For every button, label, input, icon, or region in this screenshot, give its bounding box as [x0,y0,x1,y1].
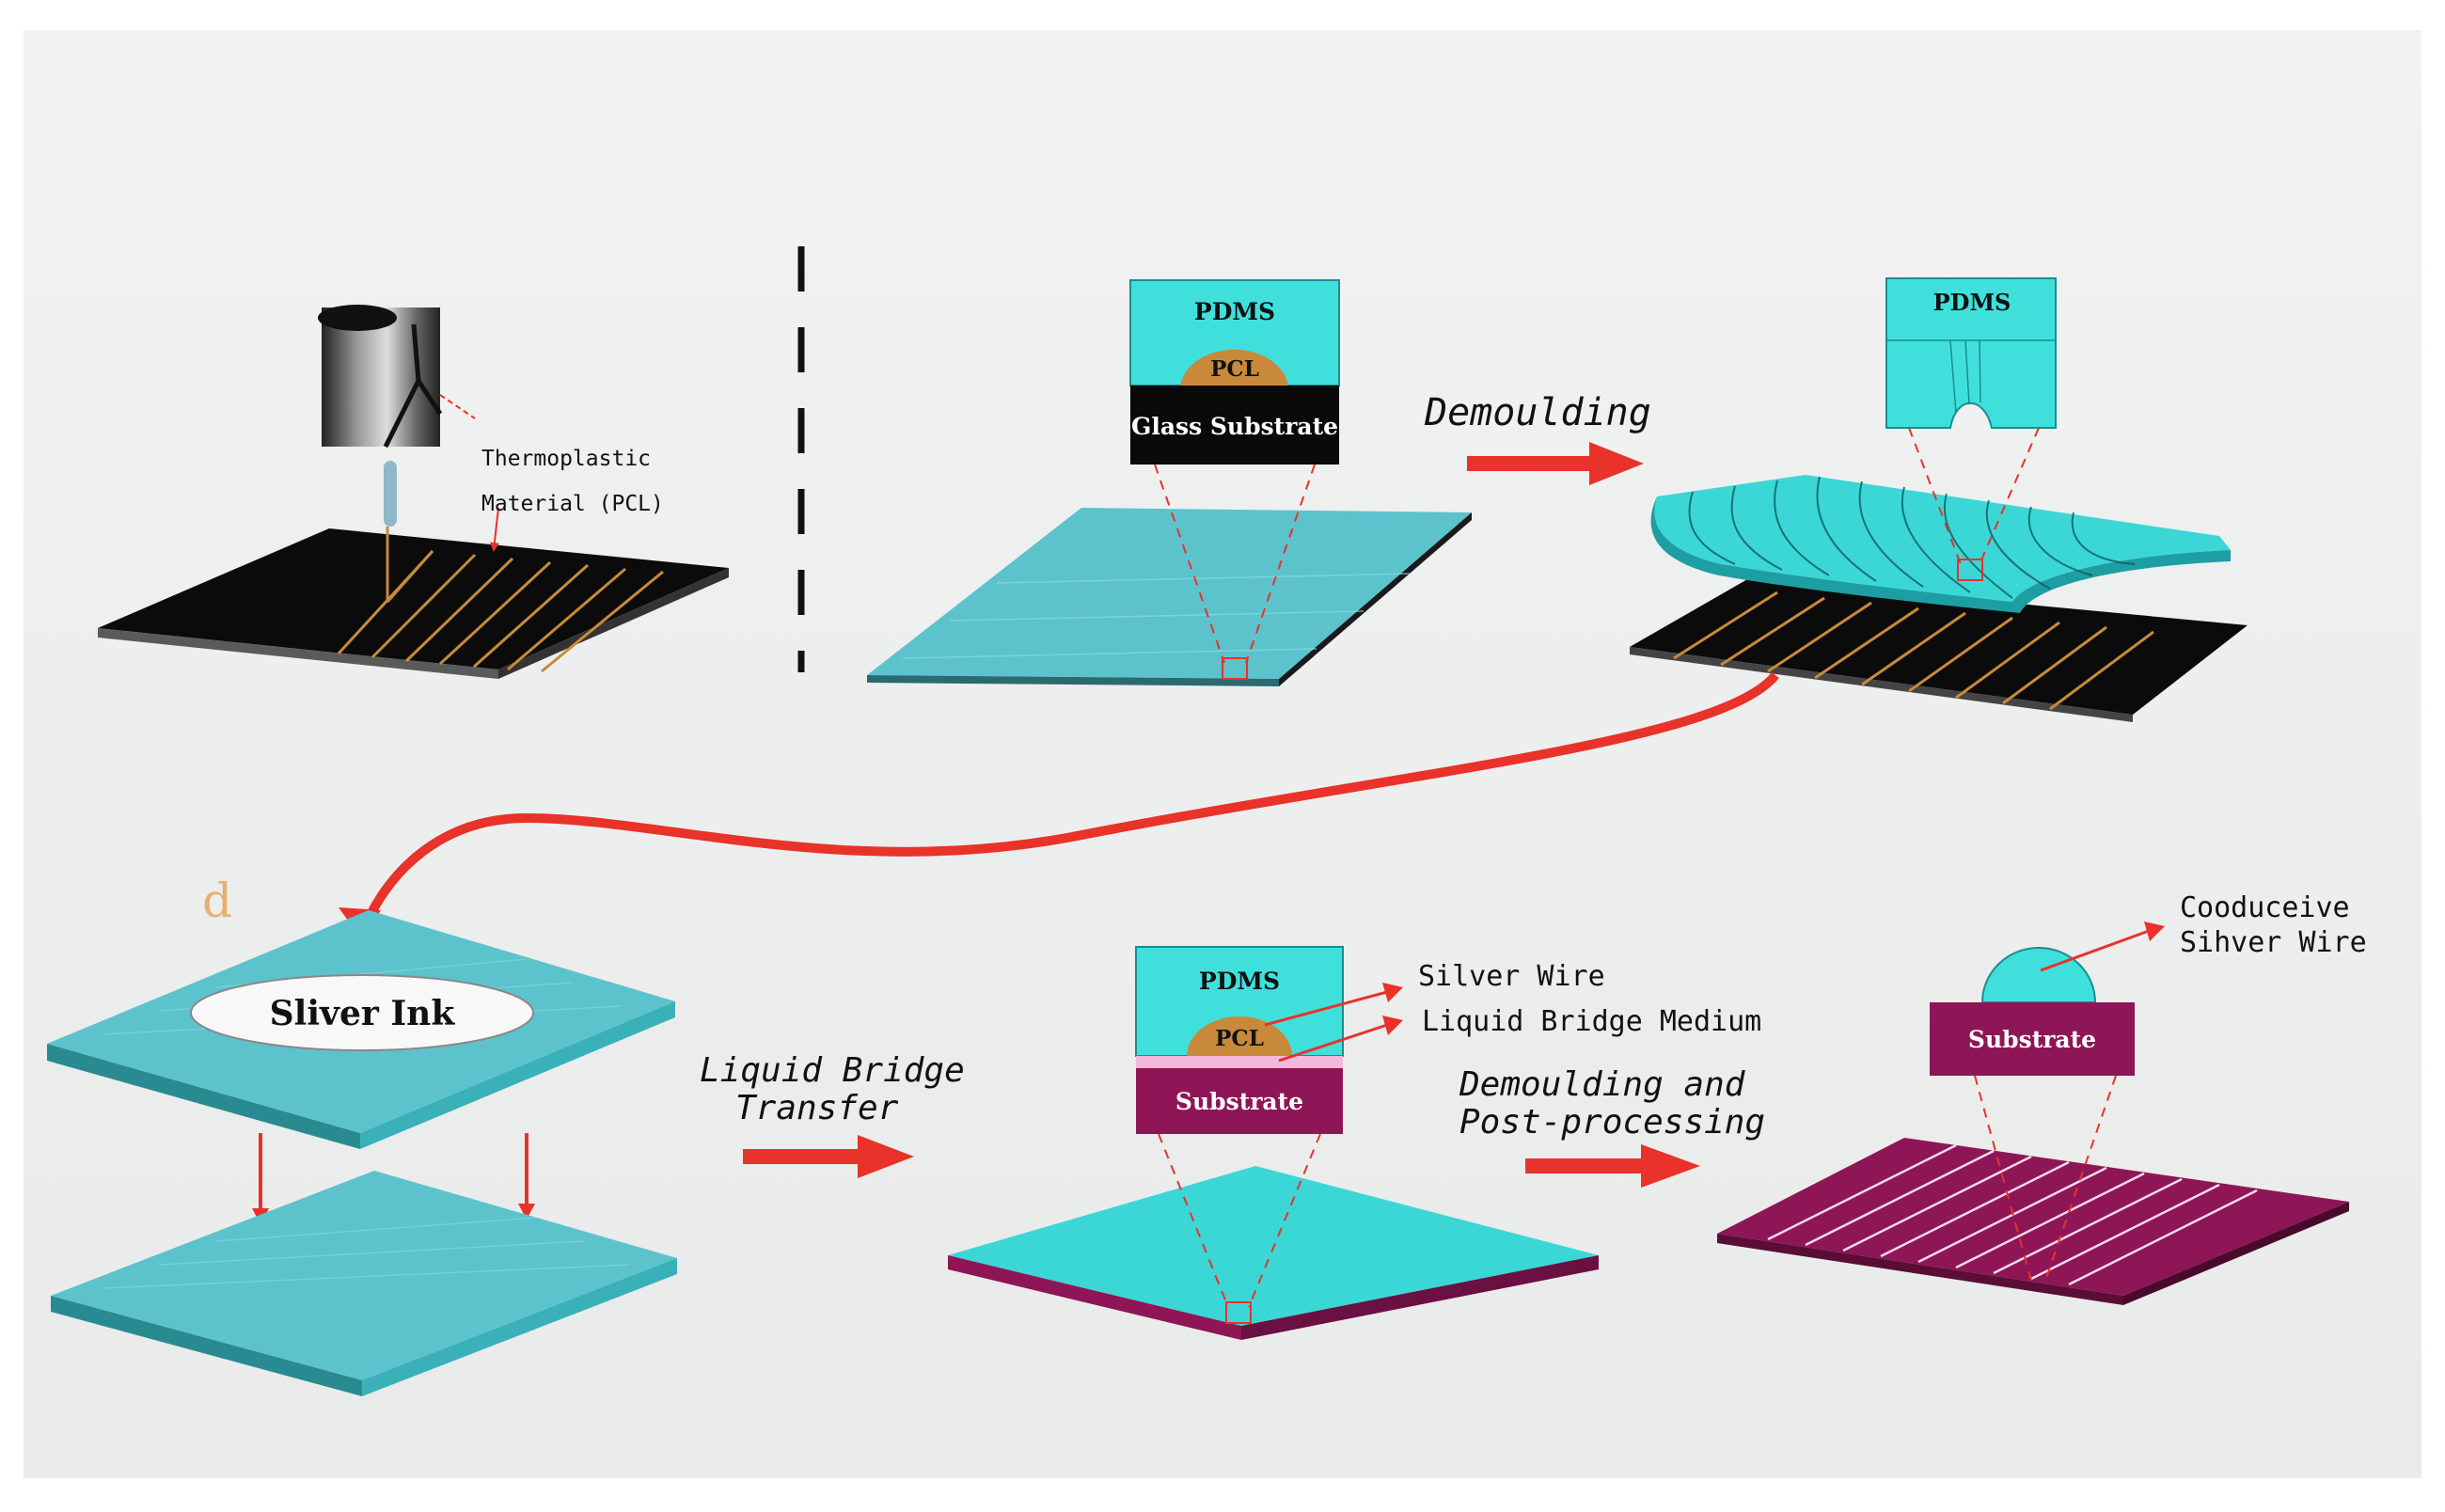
peeled-mold-step: PDMS [1630,277,2248,722]
label-substrate-final: Substrate [1968,1026,2096,1053]
silver-ink-step: d Sliver Ink [47,874,677,1396]
label-sliver-ink: Sliver Ink [270,994,456,1033]
inset-liquid-bridge [1136,1056,1343,1068]
inset-glass-substrate [1130,386,1339,465]
label-pcl-top: PCL [1210,356,1259,382]
label-glass-substrate: Glass Substrate [1131,413,1338,440]
label-conductive-1: Cooduceive [2180,891,2350,924]
silver-ink-drop [190,974,534,1051]
silver-wire-lines [1767,1143,2258,1286]
label-liquid-bridge-1: Liquid Bridge [700,1051,965,1090]
pdms-slab [867,508,1472,679]
connector-arrow [360,671,1779,929]
label-substrate-bottom: Substrate [1175,1088,1303,1115]
label-pdms-top: PDMS [1194,298,1275,325]
liquid-bridge-step: PDMS PCL Substrate Silver Wire Liquid Br… [948,946,1761,1340]
final-substrate [1717,1138,2349,1296]
pcl-lines [337,527,664,673]
label-thermoplastic-2: Material (PCL) [481,492,664,516]
print-bed [98,528,729,669]
label-thermoplastic-1: Thermoplastic [481,447,651,471]
target-plate [51,1171,677,1380]
label-liquid-bridge-2: Transfer [735,1089,899,1127]
panel-letter: d [202,874,232,928]
post-arrow [1525,1144,1700,1188]
inset-pcl-bottom [1187,1016,1292,1056]
inset-pdms-mold [1885,277,2057,429]
label-pdms-bottom: PDMS [1199,968,1280,995]
label-silver-wire: Silver Wire [1418,960,1605,993]
label-post-2: Post-processing [1459,1103,1765,1142]
inset-substrate-bottom [1136,1068,1343,1134]
demoulding-arrow [1467,442,1644,485]
label-pdms-mold: PDMS [1933,289,2011,316]
glass-with-lines [1630,578,2248,715]
label-pcl-bottom: PCL [1215,1026,1264,1051]
printing-step: Thermoplastic Material (PCL) [98,305,729,679]
transfer-arrow [743,1135,914,1178]
label-liquid-bridge-medium: Liquid Bridge Medium [1422,1005,1761,1038]
label-conductive-2: Sihver Wire [2180,926,2367,959]
final-wire-step: Substrate Cooduceive Sihver Wire [1717,891,2367,1305]
nozzle-closeup [318,305,476,449]
inset-pcl-top [1180,349,1288,386]
nozzle-tip [384,461,397,527]
pdms-casting-step: PDMS PCL Glass Substrate [867,279,1472,686]
peeled-pdms [1654,475,2231,602]
inset-substrate-final [1930,1002,2135,1076]
label-demoulding: Demoulding [1424,391,1651,434]
label-post-1: Demoulding and [1459,1065,1746,1104]
